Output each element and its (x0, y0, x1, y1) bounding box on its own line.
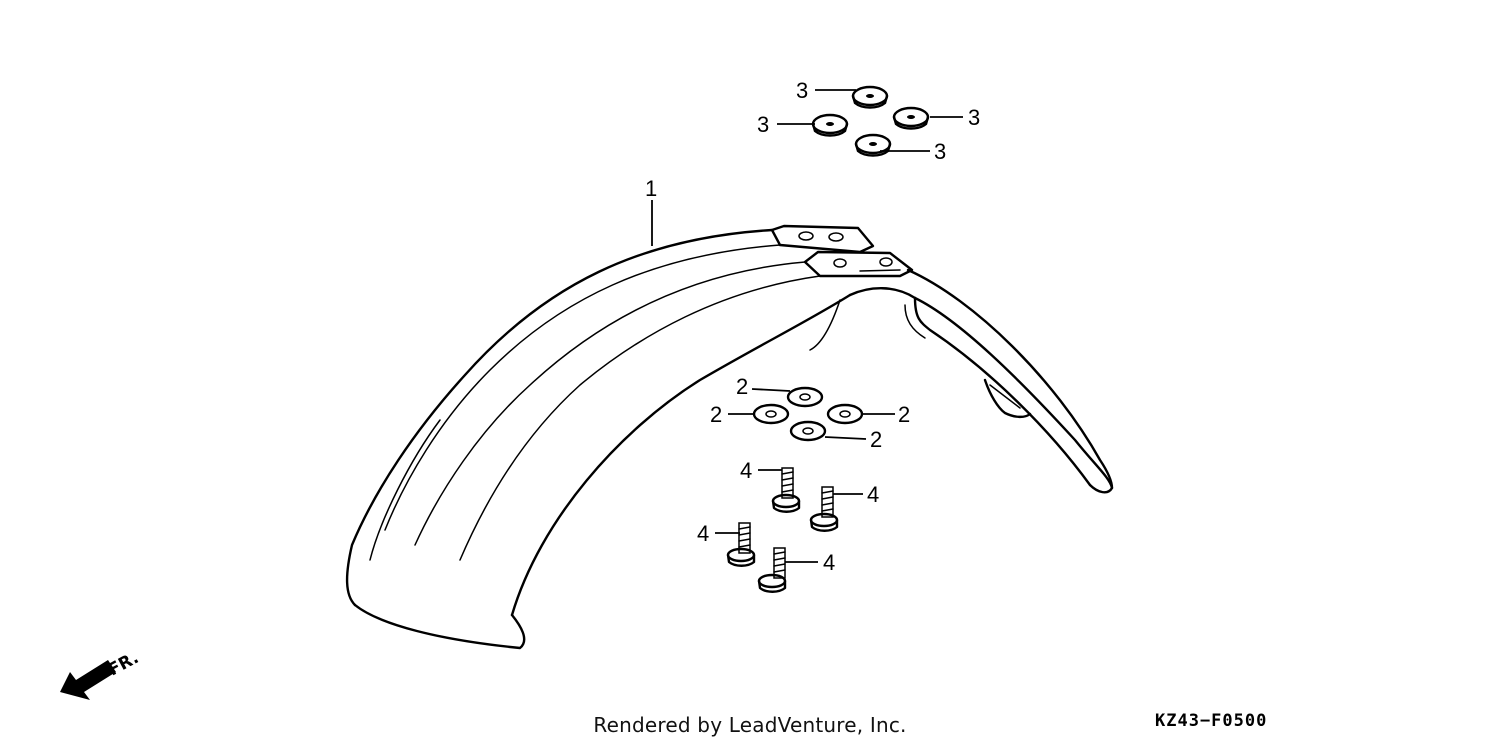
bolt-group[interactable] (726, 467, 839, 593)
callout-3b: 3 (968, 105, 980, 130)
bolt-icon (757, 547, 787, 593)
callout-1: 1 (645, 176, 657, 201)
bolt-icon (809, 486, 839, 532)
fender-part[interactable] (345, 224, 1114, 650)
washer-icon (752, 403, 790, 425)
grommet-icon (851, 85, 889, 109)
callout-3c: 3 (757, 112, 769, 137)
callout-4a: 4 (740, 458, 752, 483)
bolt-icon (771, 467, 801, 513)
washer-icon (826, 403, 864, 425)
callout-2d: 2 (870, 427, 882, 452)
front-direction-arrow-icon (60, 660, 116, 700)
washer-icon (789, 420, 827, 442)
callout-3a: 3 (796, 78, 808, 103)
grommet-icon (854, 133, 892, 157)
callout-4d: 4 (823, 550, 835, 575)
direction-label: FR. (105, 648, 142, 680)
washer-group[interactable] (752, 386, 864, 442)
callout-2c: 2 (898, 402, 910, 427)
callout-2a: 2 (736, 374, 748, 399)
callout-3d: 3 (934, 139, 946, 164)
grommet-icon (892, 106, 930, 130)
callout-4b: 4 (867, 482, 879, 507)
diagram-code: KZ43−F0500 (1155, 711, 1268, 731)
grommet-group[interactable] (811, 85, 930, 157)
washer-icon (786, 386, 824, 408)
grommet-icon (811, 113, 849, 137)
callout-2b: 2 (710, 402, 722, 427)
credit-text: Rendered by LeadVenture, Inc. (593, 713, 907, 737)
bolt-icon (726, 522, 756, 567)
callout-4c: 4 (697, 521, 709, 546)
